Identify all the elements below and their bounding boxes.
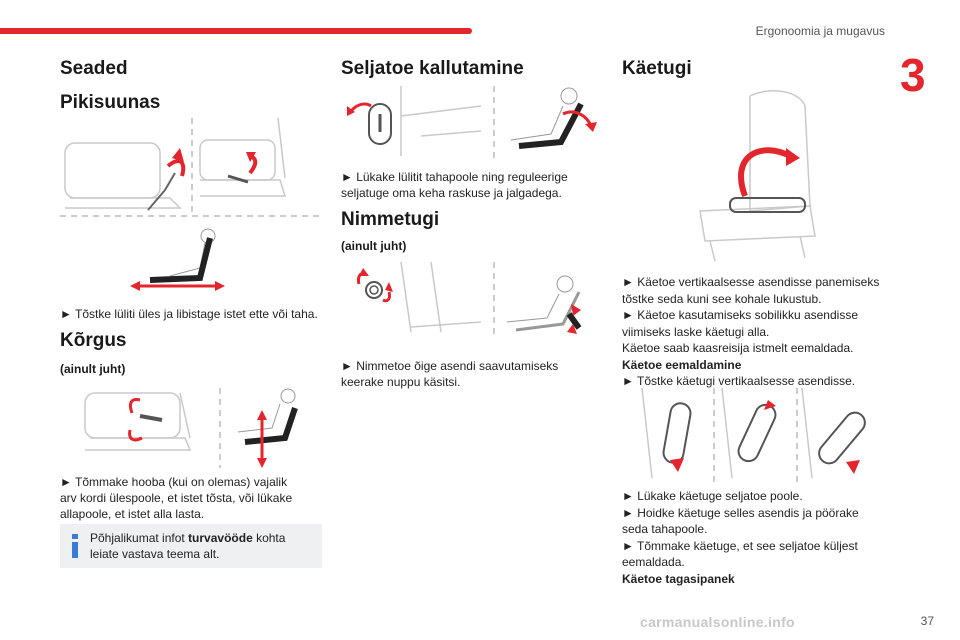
- heading-seljatoe: Seljatoe kallutamine: [341, 58, 524, 79]
- removal-line-2: ► Hoidke käetuge selles asendis ja pööra…: [622, 505, 859, 520]
- illustration-lumbar-support: [341, 262, 606, 342]
- kaetugi-paragraph: ► Käetoe vertikaalsesse asendisse panemi…: [622, 274, 912, 390]
- nimmetugi-text-1: ► Nimmetoe õige asendi saavutamiseks: [341, 359, 559, 373]
- eemaldamine-title: Käetoe eemaldamine: [622, 357, 742, 372]
- illustration-seat-slide: [60, 118, 320, 298]
- info-icon: [72, 534, 78, 558]
- eemaldamine-text: ► Tõstke käetugi vertikaalsesse asendiss…: [622, 374, 856, 388]
- heading-kaetugi: Käetugi: [622, 58, 692, 79]
- removal-line-1: ► Lükake käetuge seljatoe poole.: [622, 489, 803, 503]
- nimmetugi-text-2: keerake nuppu käsitsi.: [341, 375, 461, 389]
- kaetugi-line-3: ► Käetoe kasutamiseks sobilikku asendiss…: [622, 308, 858, 322]
- heading-seaded: Seaded: [60, 58, 128, 79]
- info-text: Põhjalikumat infot turvavööde kohta leia…: [90, 530, 315, 562]
- kaetugi-line-4: viimiseks laske käetugi alla.: [622, 324, 770, 339]
- illustration-seat-height: [80, 388, 320, 468]
- header-accent-bar: [0, 28, 472, 34]
- removal-line-3: seda tahapoole.: [622, 522, 708, 536]
- kaetugi-line-5: Käetoe saab kaasreisija istmelt eemaldad…: [622, 341, 854, 355]
- info-text-post: kohta: [252, 531, 286, 545]
- tagasipanek-title: Käetoe tagasipanek: [622, 571, 735, 586]
- watermark: carmanualsonline.info: [640, 614, 795, 630]
- info-box: Põhjalikumat infot turvavööde kohta leia…: [60, 524, 322, 568]
- illustration-backrest-tilt: [341, 86, 606, 166]
- seljatoe-text-1: ► Lükake lülitit tahapoole ning reguleer…: [341, 170, 568, 184]
- removal-steps: ► Lükake käetuge seljatoe poole. ► Hoidk…: [622, 488, 912, 587]
- korgus-subtitle: (ainult juht): [60, 362, 126, 376]
- korgus-text-2: arv kordi ülespoole, et istet tõsta, või…: [60, 491, 293, 505]
- removal-line-5: eemaldada.: [622, 555, 685, 569]
- info-text-pre: Põhjalikumat infot: [90, 531, 189, 545]
- heading-pikisuunas: Pikisuunas: [60, 92, 161, 113]
- chapter-number: 3: [900, 49, 926, 101]
- heading-nimmetugi: Nimmetugi: [341, 209, 440, 230]
- info-text-bold: turvavööde: [188, 531, 253, 545]
- pikisuunas-text: ► Tõstke lüliti üles ja libistage istet …: [60, 307, 318, 321]
- heading-korgus: Kõrgus: [60, 330, 127, 351]
- seljatoe-text-2: seljatuge oma keha raskuse ja jalgadega.: [341, 186, 562, 200]
- illustration-armrest: [690, 86, 840, 266]
- section-title: Ergonoomia ja mugavus: [755, 24, 885, 38]
- kaetugi-line-2: tõstke seda kuni see kohale lukustub.: [622, 291, 822, 306]
- korgus-text-1: ► Tõmmake hooba (kui on olemas) vajalik: [60, 475, 288, 489]
- illustration-armrest-removal: [622, 388, 887, 483]
- removal-line-4: ► Tõmmake käetuge, et see seljatoe külje…: [622, 538, 858, 553]
- column-1: Seaded Pikisuunas: [60, 58, 325, 114]
- nimmetugi-subtitle: (ainult juht): [341, 239, 407, 253]
- info-text-line2: leiate vastava teema alt.: [90, 547, 220, 561]
- korgus-text-3: allapoole, et istet alla lasta.: [60, 507, 205, 521]
- page-number: 37: [920, 614, 934, 628]
- kaetugi-line-1: ► Käetoe vertikaalsesse asendisse panemi…: [622, 275, 880, 289]
